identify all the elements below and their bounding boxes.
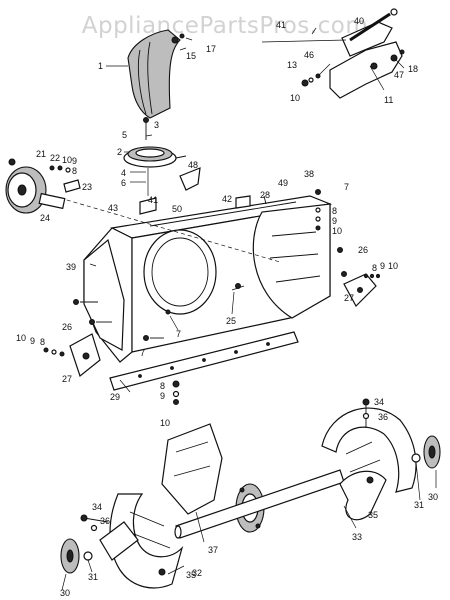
callout-35-left: 35 — [186, 570, 196, 580]
callout-36-left: 36 — [100, 516, 110, 526]
callout-41-mid: 41 — [148, 195, 158, 205]
callout-8-flange: 8 — [372, 263, 377, 273]
discharge-chute — [127, 29, 181, 119]
callout-34-right: 34 — [374, 397, 384, 407]
callout-labels: 1 2 3 4 5 6 15 17 40 41 46 13 10 11 47 1… — [16, 16, 438, 598]
callout-48: 48 — [188, 160, 198, 170]
callout-33: 33 — [352, 532, 362, 542]
callout-25: 25 — [226, 316, 236, 326]
callout-7-left: 7 — [140, 348, 145, 358]
callout-10-flange: 10 — [388, 261, 398, 271]
callout-31-left: 31 — [88, 572, 98, 582]
callout-41-top: 41 — [276, 20, 286, 30]
callout-37: 37 — [208, 545, 218, 555]
auger-housing — [83, 195, 333, 363]
callout-2: 2 — [117, 147, 122, 157]
callout-17: 17 — [206, 44, 216, 54]
callout-1: 1 — [98, 61, 103, 71]
callout-4: 4 — [121, 168, 126, 178]
callout-36-right: 36 — [378, 412, 388, 422]
callout-28: 28 — [260, 190, 270, 200]
scraper-bar — [109, 331, 299, 391]
small-brackets — [139, 167, 267, 215]
callout-6: 6 — [121, 178, 126, 188]
pulley-hardware — [49, 165, 81, 193]
callout-27-right: 27 — [344, 293, 354, 303]
callout-13: 13 — [287, 60, 297, 70]
callout-8-pulley: 8 — [72, 166, 77, 176]
watermark: AppliancePartsPros.com — [82, 13, 368, 39]
callout-10-left: 10 — [16, 333, 26, 343]
callout-10-pulley: 10 — [62, 155, 72, 165]
callout-40: 40 — [354, 16, 364, 26]
callout-24: 24 — [40, 213, 50, 223]
callout-7-right: 7 — [344, 182, 349, 192]
callout-10-bottom: 10 — [160, 418, 170, 428]
callout-11: 11 — [384, 95, 393, 105]
callout-50: 50 — [172, 204, 182, 214]
callout-47: 47 — [394, 70, 404, 80]
callout-18: 18 — [408, 64, 418, 74]
callout-10-top: 10 — [290, 93, 300, 103]
right-auger-spiral — [321, 407, 417, 521]
callout-9-bottom: 9 — [160, 391, 165, 401]
callout-3: 3 — [154, 120, 159, 130]
callout-22: 22 — [50, 153, 60, 163]
callout-32: 32 — [192, 568, 202, 578]
callout-27-left: 27 — [62, 374, 72, 384]
pulley-assembly — [5, 158, 66, 214]
callout-30-left: 30 — [60, 588, 70, 598]
callout-43: 43 — [108, 203, 118, 213]
callout-23: 23 — [82, 182, 92, 192]
chute-crank-bracket — [329, 8, 405, 99]
callout-30-right: 30 — [428, 492, 438, 502]
crank-rod-line — [261, 39, 347, 43]
leader-lines — [61, 27, 437, 591]
callout-38: 38 — [304, 169, 314, 179]
left-auger-hardware — [80, 514, 166, 576]
callout-9-flange: 9 — [380, 261, 385, 271]
callout-46: 46 — [304, 50, 314, 60]
callout-26-right: 26 — [358, 245, 368, 255]
callout-9-pulley: 9 — [72, 156, 77, 166]
callout-5: 5 — [122, 130, 127, 140]
callout-8-right: 8 — [332, 206, 337, 216]
callout-29: 29 — [110, 392, 120, 402]
callout-9-right: 9 — [332, 216, 337, 226]
callout-15: 15 — [186, 51, 196, 61]
callout-8-left: 8 — [40, 337, 45, 347]
callout-26-left: 26 — [62, 322, 72, 332]
callout-39: 39 — [66, 262, 76, 272]
right-bearing-flange — [343, 273, 381, 307]
chute-hardware — [171, 33, 185, 44]
scraper-hardware — [172, 380, 180, 405]
callout-49: 49 — [278, 178, 288, 188]
right-auger-bearing — [411, 435, 441, 469]
left-bearing-flange — [43, 333, 101, 378]
callout-34-left: 34 — [92, 502, 102, 512]
chute-ring — [123, 146, 187, 168]
chute-bolt-head — [143, 117, 149, 123]
callout-35-right: 35 — [368, 510, 378, 520]
callout-21: 21 — [36, 149, 46, 159]
callout-10-right: 10 — [332, 226, 342, 236]
callout-9-left: 9 — [30, 336, 35, 346]
callout-8-bottom: 8 — [160, 381, 165, 391]
callout-31-right: 31 — [414, 500, 424, 510]
left-auger-bearing — [60, 538, 93, 574]
bracket-hardware — [301, 73, 321, 87]
left-auger-spiral — [99, 493, 184, 589]
axis-line — [59, 197, 281, 263]
housing-hardware — [73, 189, 347, 341]
callout-7-center: 7 — [176, 329, 181, 339]
callout-42: 42 — [222, 194, 232, 204]
right-auger-hardware — [362, 398, 374, 484]
